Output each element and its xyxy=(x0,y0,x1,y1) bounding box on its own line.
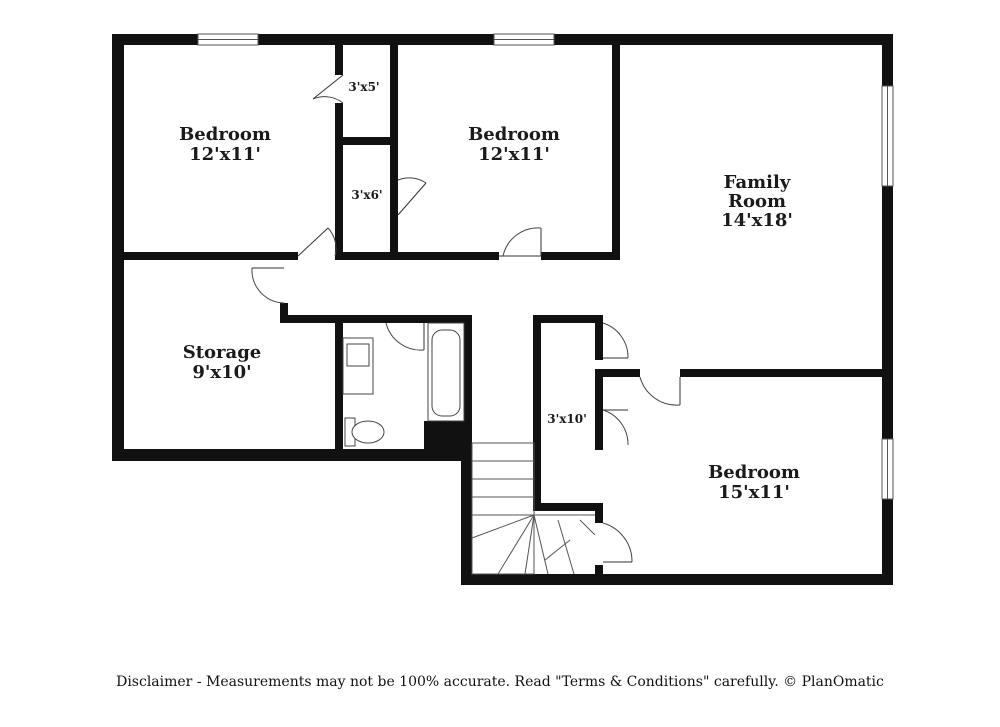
bedroom-n-size: 12'x11' xyxy=(478,144,550,165)
bathroom-fixtures xyxy=(342,322,465,447)
bedroom-se-name: Bedroom xyxy=(708,462,800,483)
sink xyxy=(346,343,370,367)
family-room-size: 14'x18' xyxy=(721,210,793,231)
bedroom-nw-size: 12'x11' xyxy=(189,144,261,165)
closet-mid-size: 3'x6' xyxy=(351,188,382,202)
storage-size: 9'x10' xyxy=(192,362,251,383)
closet-top-size: 3'x5' xyxy=(348,80,379,94)
disclaimer-text: Disclaimer - Measurements may not be 100… xyxy=(116,674,884,690)
storage-name: Storage xyxy=(183,342,262,363)
bedroom-n-name: Bedroom xyxy=(468,124,560,145)
doors xyxy=(251,74,681,563)
family-room-name-line2: Room xyxy=(728,191,786,212)
interior-walls xyxy=(124,45,882,580)
toilet-bowl xyxy=(351,420,385,444)
closet-hall-size: 3'x10' xyxy=(547,412,587,426)
bedroom-se-size: 15'x11' xyxy=(718,482,790,503)
family-room-name-line1: Family xyxy=(724,172,791,193)
bedroom-nw-name: Bedroom xyxy=(179,124,271,145)
windows xyxy=(197,33,894,500)
staircase xyxy=(471,442,596,575)
